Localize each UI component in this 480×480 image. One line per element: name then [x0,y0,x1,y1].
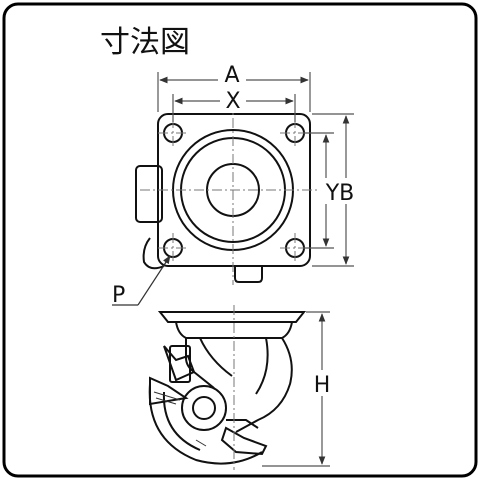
axle-outer [181,385,227,431]
fork-inner [199,337,269,395]
pedal-link [226,419,259,429]
mount-plate [157,311,307,323]
wheel [148,383,263,465]
label-yb: YB [325,181,355,206]
wheel-inner [162,391,201,451]
left-tab [135,165,163,223]
label-h: H [314,373,331,398]
hatching [153,391,207,447]
top-view [135,113,311,283]
label-p: P [112,283,125,308]
side-view [148,311,307,465]
label-a: A [224,63,239,88]
drawing-title: 寸法図 [100,25,190,60]
axle-inner [192,396,216,420]
bottom-bump [234,266,263,283]
brake-block [169,345,191,383]
brake-arm [149,376,189,406]
brake-pedal [220,426,268,456]
brake-hook [142,237,165,270]
label-x: X [225,89,240,114]
dimension-p [112,255,171,306]
